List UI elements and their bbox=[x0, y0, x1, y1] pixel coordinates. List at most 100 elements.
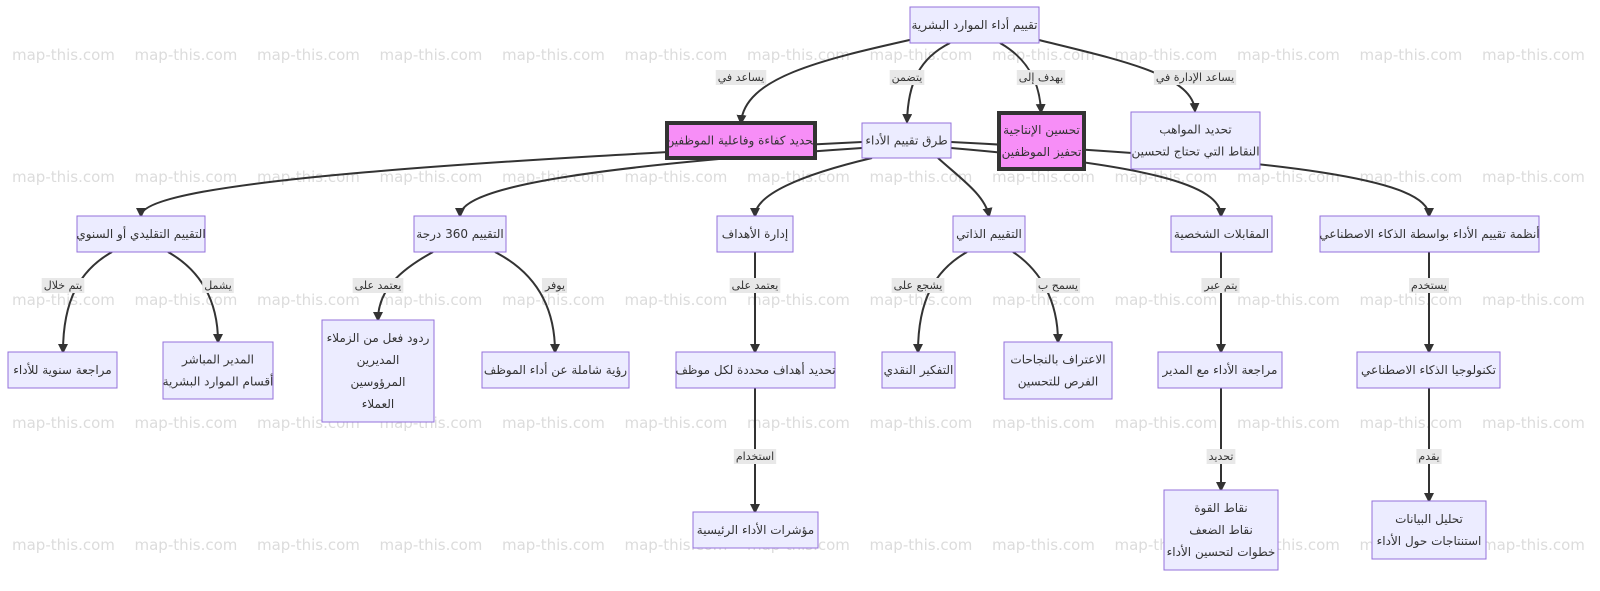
watermark-text: map-this.com bbox=[1115, 291, 1218, 309]
node-interviews[interactable]: المقابلات الشخصية bbox=[1170, 215, 1273, 253]
watermark-text: map-this.com bbox=[502, 46, 605, 64]
node-box bbox=[76, 215, 206, 253]
edge-label: يعتمد على bbox=[355, 279, 402, 292]
edge-label: يستخدم bbox=[1411, 279, 1447, 292]
edge-label-background bbox=[729, 278, 781, 293]
edge-label-background bbox=[733, 449, 777, 464]
node-efficiency[interactable]: تحديد كفاءة وفاعلية الموظفين bbox=[665, 121, 817, 160]
watermark-text: map-this.com bbox=[747, 291, 850, 309]
node-deg360[interactable]: التقييم 360 درجة bbox=[413, 215, 507, 253]
node-box bbox=[321, 319, 435, 423]
node-label: إدارة الأهداف bbox=[722, 226, 789, 242]
node-label: طرق تقييم الأداء bbox=[865, 133, 947, 149]
edge-label-background bbox=[1153, 70, 1237, 85]
watermark-text: map-this.com bbox=[992, 168, 1095, 186]
node-methods[interactable]: طرق تقييم الأداء bbox=[861, 122, 952, 159]
watermark-text: map-this.com bbox=[135, 536, 238, 554]
edge-label: يشمل bbox=[204, 279, 232, 292]
node-label: نقاط القوة bbox=[1194, 501, 1248, 516]
connector-arrow bbox=[736, 38, 915, 125]
node-label: مؤشرات الأداء الرئيسية bbox=[697, 522, 814, 538]
watermark-text: map-this.com bbox=[1482, 291, 1585, 309]
node-analysis[interactable]: تحليل البيانات استنتاجات حول الأداء bbox=[1371, 500, 1487, 560]
node-label: التقييم التقليدي أو السنوي bbox=[76, 226, 205, 242]
node-label: النقاط التي تحتاج لتحسين bbox=[1131, 145, 1259, 160]
watermark-text: map-this.com bbox=[992, 414, 1095, 432]
edge-label-background bbox=[352, 278, 404, 293]
watermark-text: map-this.com bbox=[747, 46, 850, 64]
watermark-text: map-this.com bbox=[870, 536, 973, 554]
node-box bbox=[997, 111, 1086, 171]
edge-label: استخدام bbox=[736, 450, 774, 463]
watermark-text: map-this.com bbox=[747, 414, 850, 432]
node-label: رؤية شاملة عن أداء الموظف bbox=[484, 362, 627, 378]
node-feedback[interactable]: ردود فعل من الزملاءالمديرينالمرؤوسينالعم… bbox=[321, 319, 435, 423]
watermark-text: map-this.com bbox=[135, 414, 238, 432]
edge-label: يقدم bbox=[1418, 450, 1439, 463]
edge-label-background bbox=[1416, 449, 1442, 464]
node-label: خطوات لتحسين الأداء bbox=[1167, 544, 1276, 560]
connector-arrow bbox=[1038, 39, 1200, 113]
watermark-text: map-this.com bbox=[1360, 291, 1463, 309]
node-setgoals[interactable]: تحديد أهداف محددة لكل موظف bbox=[675, 351, 836, 389]
node-box bbox=[1163, 489, 1279, 571]
edge-label-background bbox=[891, 278, 945, 293]
node-self[interactable]: التقييم الذاتي bbox=[952, 215, 1026, 253]
node-goals[interactable]: إدارة الأهداف bbox=[716, 215, 794, 253]
node-annual[interactable]: مراجعة سنوية للأداء bbox=[7, 351, 118, 389]
node-label: تحليل البيانات bbox=[1395, 512, 1463, 526]
edge-label: يتم عبر bbox=[1203, 279, 1237, 292]
watermark-text: map-this.com bbox=[870, 291, 973, 309]
node-critical[interactable]: التفكير النقدي bbox=[881, 351, 956, 389]
watermark-text: map-this.com bbox=[135, 291, 238, 309]
edge-label-background bbox=[41, 278, 85, 293]
node-label: نقاط الضعف bbox=[1189, 523, 1253, 537]
node-label: ردود فعل من الزملاء bbox=[327, 331, 430, 346]
node-box bbox=[481, 351, 630, 389]
watermark-text: map-this.com bbox=[1237, 291, 1340, 309]
edge-layer bbox=[58, 38, 1434, 514]
node-box bbox=[7, 351, 118, 389]
node-review[interactable]: مراجعة الأداء مع المدير bbox=[1157, 351, 1283, 389]
node-label: تحديد كفاءة وفاعلية الموظفين bbox=[666, 134, 817, 149]
edge-label: تحديد bbox=[1209, 450, 1234, 463]
node-strengths[interactable]: نقاط القوة نقاط الضعف خطوات لتحسين الأداء bbox=[1163, 489, 1279, 571]
node-label: المديرين bbox=[357, 353, 400, 368]
watermark-text: map-this.com bbox=[625, 168, 728, 186]
watermark-text: map-this.com bbox=[625, 291, 728, 309]
watermark-text: map-this.com bbox=[502, 291, 605, 309]
node-kpi[interactable]: مؤشرات الأداء الرئيسية bbox=[692, 511, 819, 549]
watermark-text: map-this.com bbox=[502, 414, 605, 432]
node-root[interactable]: تقييم أداء الموارد البشرية bbox=[909, 6, 1040, 44]
watermark-text: map-this.com bbox=[1482, 414, 1585, 432]
node-traditional[interactable]: التقييم التقليدي أو السنوي bbox=[76, 215, 206, 253]
node-label: استنتاجات حول الأداء bbox=[1377, 533, 1482, 549]
watermark-text: map-this.com bbox=[1360, 414, 1463, 432]
node-box bbox=[162, 341, 274, 400]
watermark-text: map-this.com bbox=[870, 414, 973, 432]
edge-label: يهدف إلى bbox=[1019, 71, 1063, 84]
node-box bbox=[952, 215, 1026, 253]
edge-label-background bbox=[715, 70, 767, 85]
watermark-text: map-this.com bbox=[257, 291, 360, 309]
node-ai[interactable]: أنظمة تقييم الأداء بواسطة الذكاء الاصطنا… bbox=[1319, 215, 1540, 253]
node-layer: تقييم أداء الموارد البشرية تحديد كفاءة وف… bbox=[7, 6, 1540, 571]
watermark-text: map-this.com bbox=[992, 536, 1095, 554]
node-aitech[interactable]: تكنولوجيا الذكاء الاصطناعي bbox=[1356, 351, 1501, 389]
edge-label: يوفر bbox=[544, 279, 565, 292]
edge-label-background bbox=[889, 70, 925, 85]
watermark-text: map-this.com bbox=[1115, 414, 1218, 432]
node-label: تكنولوجيا الذكاء الاصطناعي bbox=[1361, 363, 1496, 378]
watermark-text: map-this.com bbox=[992, 46, 1095, 64]
node-label: المدير المباشر bbox=[181, 353, 254, 368]
node-comprehensive[interactable]: رؤية شاملة عن أداء الموظف bbox=[481, 351, 630, 389]
edge-label: يعتمد على bbox=[732, 279, 779, 292]
node-box bbox=[1003, 341, 1113, 400]
node-box bbox=[665, 121, 817, 160]
node-label: مراجعة سنوية للأداء bbox=[13, 362, 111, 378]
